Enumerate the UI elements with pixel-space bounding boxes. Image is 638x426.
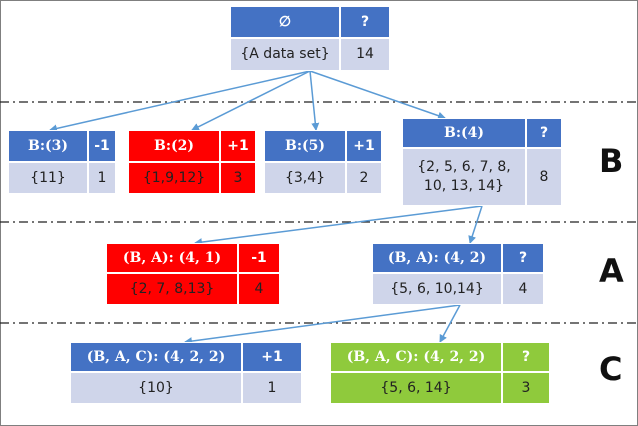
node-b5-set: {3,4} [264, 162, 346, 194]
node-b2: B:(2) +1 {1,9,12} 3 [128, 130, 256, 194]
node-ba42-set: {5, 6, 10,14} [372, 273, 502, 305]
node-bac-left-set: {10} [70, 372, 242, 404]
node-b5-count: 2 [346, 162, 382, 194]
level-label-c: C [599, 350, 623, 388]
edge-root-b3 [49, 70, 311, 133]
node-ba41-score: -1 [238, 243, 280, 273]
node-b4-score: ? [526, 118, 562, 148]
edge-ba42-bac-right [439, 304, 461, 343]
node-bac-right-label: (B, A, C): (4, 2, 2) [330, 342, 502, 372]
node-b2-count: 3 [220, 162, 256, 194]
node-b2-set: {1,9,12} [128, 162, 220, 194]
node-b4-count: 8 [526, 148, 562, 206]
node-bac-left-score: +1 [242, 342, 302, 372]
node-b4-label: B:(4) [402, 118, 526, 148]
node-b3: B:(3) -1 {11} 1 [8, 130, 116, 194]
node-bac-right-count: 3 [502, 372, 550, 404]
node-ba42: (B, A): (4, 2) ? {5, 6, 10,14} 4 [372, 243, 544, 305]
node-bac-right-score: ? [502, 342, 550, 372]
node-b5-score: +1 [346, 130, 382, 162]
node-ba41: (B, A): (4, 1) -1 {2, 7, 8,13} 4 [106, 243, 280, 305]
node-bac-left-count: 1 [242, 372, 302, 404]
node-bac-right: (B, A, C): (4, 2, 2) ? {5, 6, 14} 3 [330, 342, 550, 404]
edge-b4-ba42 [468, 205, 483, 244]
edge-root-b5 [309, 70, 320, 131]
node-bac-right-set: {5, 6, 14} [330, 372, 502, 404]
edge-root-b2 [191, 70, 311, 131]
node-b3-count: 1 [88, 162, 116, 194]
node-ba41-count: 4 [238, 273, 280, 305]
edge-root-b4 [309, 70, 446, 120]
node-b2-score: +1 [220, 130, 256, 162]
node-b3-label: B:(3) [8, 130, 88, 162]
node-b4-set: {2, 5, 6, 7, 8, 10, 13, 14} [402, 148, 526, 206]
root-set: {A data set} [230, 38, 340, 71]
node-b5: B:(5) +1 {3,4} 2 [264, 130, 382, 194]
node-bac-left: (B, A, C): (4, 2, 2) +1 {10} 1 [70, 342, 302, 404]
node-bac-left-label: (B, A, C): (4, 2, 2) [70, 342, 242, 372]
node-b3-set: {11} [8, 162, 88, 194]
node-b3-score: -1 [88, 130, 116, 162]
node-ba41-label: (B, A): (4, 1) [106, 243, 238, 273]
level-label-b: B [599, 142, 624, 180]
node-ba42-label: (B, A): (4, 2) [372, 243, 502, 273]
node-b4: B:(4) ? {2, 5, 6, 7, 8, 10, 13, 14} 8 [402, 118, 562, 206]
root-count: 14 [340, 38, 390, 71]
node-ba42-score: ? [502, 243, 544, 273]
root-score: ? [340, 6, 390, 38]
level-label-a: A [599, 252, 624, 290]
node-ba42-count: 4 [502, 273, 544, 305]
root-node: ∅ ? {A data set} 14 [230, 6, 390, 71]
node-ba41-set: {2, 7, 8,13} [106, 273, 238, 305]
root-label: ∅ [230, 6, 340, 38]
node-b5-label: B:(5) [264, 130, 346, 162]
edge-ba42-bac-left [184, 304, 461, 346]
edge-b4-ba41 [194, 205, 483, 247]
node-b2-label: B:(2) [128, 130, 220, 162]
